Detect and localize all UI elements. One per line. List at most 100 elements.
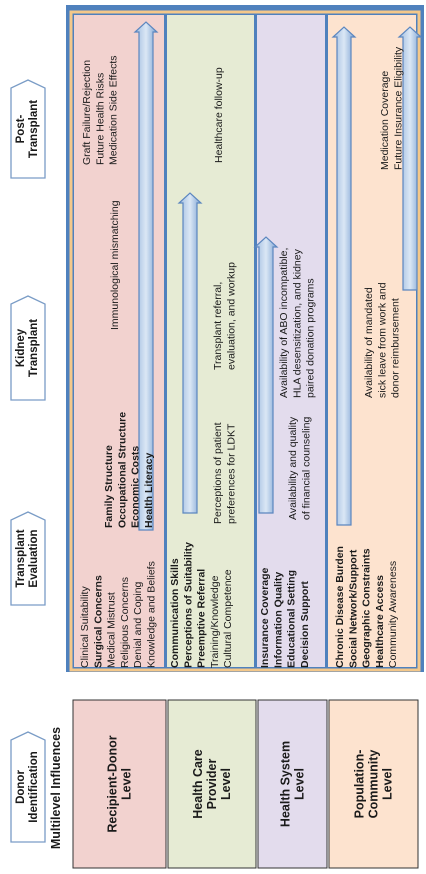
hp-eval-text-line: preferences for LDKT: [225, 423, 237, 524]
phase-label-line: Donor: [15, 770, 27, 804]
phase-label-line: Transplant: [28, 319, 40, 377]
hp-eval-group: Perceptions of patientpreferences for LD…: [212, 422, 237, 524]
rd-post-list: Graft Failure/RejectionFuture Health Ris…: [81, 55, 120, 165]
level-box-1: [167, 699, 257, 869]
arrow-provider: [177, 192, 203, 514]
level-panel-1: [167, 15, 254, 667]
level-label-group-1: Health CareProviderLevel: [191, 749, 233, 819]
rd-post-list-line: Medication Side Effects: [108, 55, 120, 165]
hs-donor-list-line: Educational Setting: [286, 570, 298, 668]
hp-donor-list-line: Training/Knowledge: [209, 575, 221, 668]
rd-donor-list-line: Medical Mistrust: [106, 592, 118, 668]
level-label-line: Level: [120, 768, 134, 800]
rd-post-list-line: Future Health Risks: [94, 73, 106, 165]
pc-post-text-line: Medication Coverage: [379, 71, 391, 170]
hp-donor-list-line: Preemptive Referral: [196, 569, 208, 668]
hs-donor-list-line: Insurance Coverage: [259, 567, 271, 668]
hp-donor-list: Communication SkillsPerceptions of Suita…: [169, 542, 234, 668]
hs-eval-text: Availability and qualityof financial cou…: [287, 416, 312, 520]
pc-transplant-text-line: donor reimbursement: [390, 298, 402, 398]
rd-donor-list-line: Surgical Concerns: [92, 575, 104, 668]
rd-donor-list-line: Clinical Suitability: [79, 586, 91, 668]
level-label: Health SystemLevel: [279, 741, 307, 827]
phase-label: Post-Transplant: [15, 100, 40, 158]
level-box-2: [257, 699, 328, 869]
hs-donor-list: Insurance CoverageInformation QualityEdu…: [259, 567, 311, 668]
rd-donor-list-line: Knowledge and Beliefs: [146, 561, 158, 668]
rd-eval-list-line: Family Structure: [103, 445, 115, 528]
arrow-population-left: [331, 26, 357, 526]
hp-post-text: Healthcare follow-up: [213, 67, 225, 163]
level-label-line: Health Care: [191, 749, 205, 819]
rd-eval-list: Family StructureOccupational StructureEc…: [103, 412, 155, 528]
hp-transplant-text: Transplant referral,evaluation, and work…: [212, 262, 237, 370]
hs-transplant-text-line: HLA desensitization, and kidney: [291, 248, 303, 398]
pc-donor-list-line: Healthcare Access: [374, 575, 386, 668]
level-label: Population-CommunityLevel: [353, 750, 395, 819]
pc-post-text: Medication CoverageFuture Insurance Elig…: [379, 46, 404, 170]
level-label-line: Level: [293, 768, 307, 800]
phase-label-line: Evaluation: [28, 529, 40, 587]
hp-post-text-line: Healthcare follow-up: [213, 67, 225, 163]
hp-transplant-text-line: evaluation, and workup: [225, 262, 237, 370]
pc-donor-list-line: Geographic Constraints: [361, 548, 373, 668]
level-label-line: Provider: [205, 759, 219, 810]
pc-transplant-text-line: sick leave from work and: [376, 282, 388, 398]
level-label-line: Community: [367, 750, 381, 819]
level-label-line: Level: [219, 768, 233, 800]
phase-chevron-0: [10, 731, 46, 843]
level-label: Recipient-DonorLevel: [106, 735, 134, 832]
pc-post-text-line: Future Insurance Eligibility: [392, 46, 404, 170]
hs-eval-group: Availability and qualityof financial cou…: [287, 416, 312, 520]
rd-donor-group: Clinical SuitabilitySurgical ConcernsMed…: [79, 561, 158, 668]
arrow-population-right: [397, 26, 423, 291]
pc-donor-list: Chronic Disease BurdenSocial Network/Sup…: [334, 546, 399, 668]
rd-donor-list-line: Religious Concerns: [119, 577, 131, 668]
pc-transplant-text-line: Availability of mandated: [363, 287, 375, 398]
hs-transplant-text: Availability of ABO incompatible,HLA des…: [278, 248, 317, 398]
level-label-line: Health System: [279, 741, 293, 827]
level-label-line: Recipient-Donor: [106, 735, 120, 832]
arrow-recipient-donor: [133, 21, 159, 531]
phase-label-line: Post-: [15, 114, 27, 143]
phase-chevron-1: [10, 511, 46, 606]
phase-label-line: Transplant: [28, 100, 40, 158]
level-label-group-2: Health SystemLevel: [279, 741, 307, 827]
phase-label-group-3: Post-Transplant: [15, 100, 40, 158]
rd-donor-list: Clinical SuitabilitySurgical ConcernsMed…: [79, 561, 158, 668]
rd-donor-list-line: Denial and Coping: [132, 581, 144, 668]
level-label-line: Level: [381, 768, 395, 800]
phase-label-group-0: DonorIdentification: [15, 751, 40, 823]
arrow-health-system: [253, 236, 279, 514]
phase-chevron-3: [10, 79, 46, 179]
header-group: Multilevel Influences: [49, 727, 63, 849]
level-box-0: [72, 699, 167, 869]
hs-transplant-group: Availability of ABO incompatible,HLA des…: [278, 248, 317, 398]
level-box-3: [328, 699, 419, 869]
hp-donor-group: Communication SkillsPerceptions of Suita…: [169, 542, 234, 668]
rd-transplant-text: Immunological mismatching: [109, 200, 121, 330]
level-label-line: Population-: [353, 750, 367, 819]
rd-transplant-group: Immunological mismatching: [109, 200, 121, 330]
hp-donor-list-line: Perceptions of Suitability: [182, 542, 194, 668]
phase-label-line: Identification: [28, 751, 40, 823]
phase-label-group-2: KidneyTransplant: [15, 319, 40, 377]
hs-donor-group: Insurance CoverageInformation QualityEdu…: [259, 567, 311, 668]
hp-transplant-text-line: Transplant referral,: [212, 282, 224, 370]
rd-eval-list-line: Economic Costs: [130, 446, 142, 528]
hs-eval-text-line: of financial counseling: [300, 417, 312, 520]
hp-transplant-group: Transplant referral,evaluation, and work…: [212, 262, 237, 370]
level-label: Health CareProviderLevel: [191, 749, 233, 819]
hs-eval-text-line: Availability and quality: [287, 416, 299, 520]
pc-donor-group: Chronic Disease BurdenSocial Network/Sup…: [334, 546, 399, 668]
header-title: Multilevel Influences: [49, 727, 63, 849]
pc-donor-list-line: Chronic Disease Burden: [334, 546, 346, 668]
phase-label: KidneyTransplant: [15, 319, 40, 377]
hp-eval-text: Perceptions of patientpreferences for LD…: [212, 422, 237, 524]
rd-eval-list-line: Health Literacy: [143, 453, 155, 528]
hp-eval-text-line: Perceptions of patient: [212, 422, 224, 524]
panel-border: [69, 10, 421, 672]
rd-eval-group: Family StructureOccupational StructureEc…: [103, 412, 155, 528]
hs-transplant-text-line: paired donation programs: [305, 278, 317, 398]
pc-post-group: Medication CoverageFuture Insurance Elig…: [379, 46, 404, 170]
